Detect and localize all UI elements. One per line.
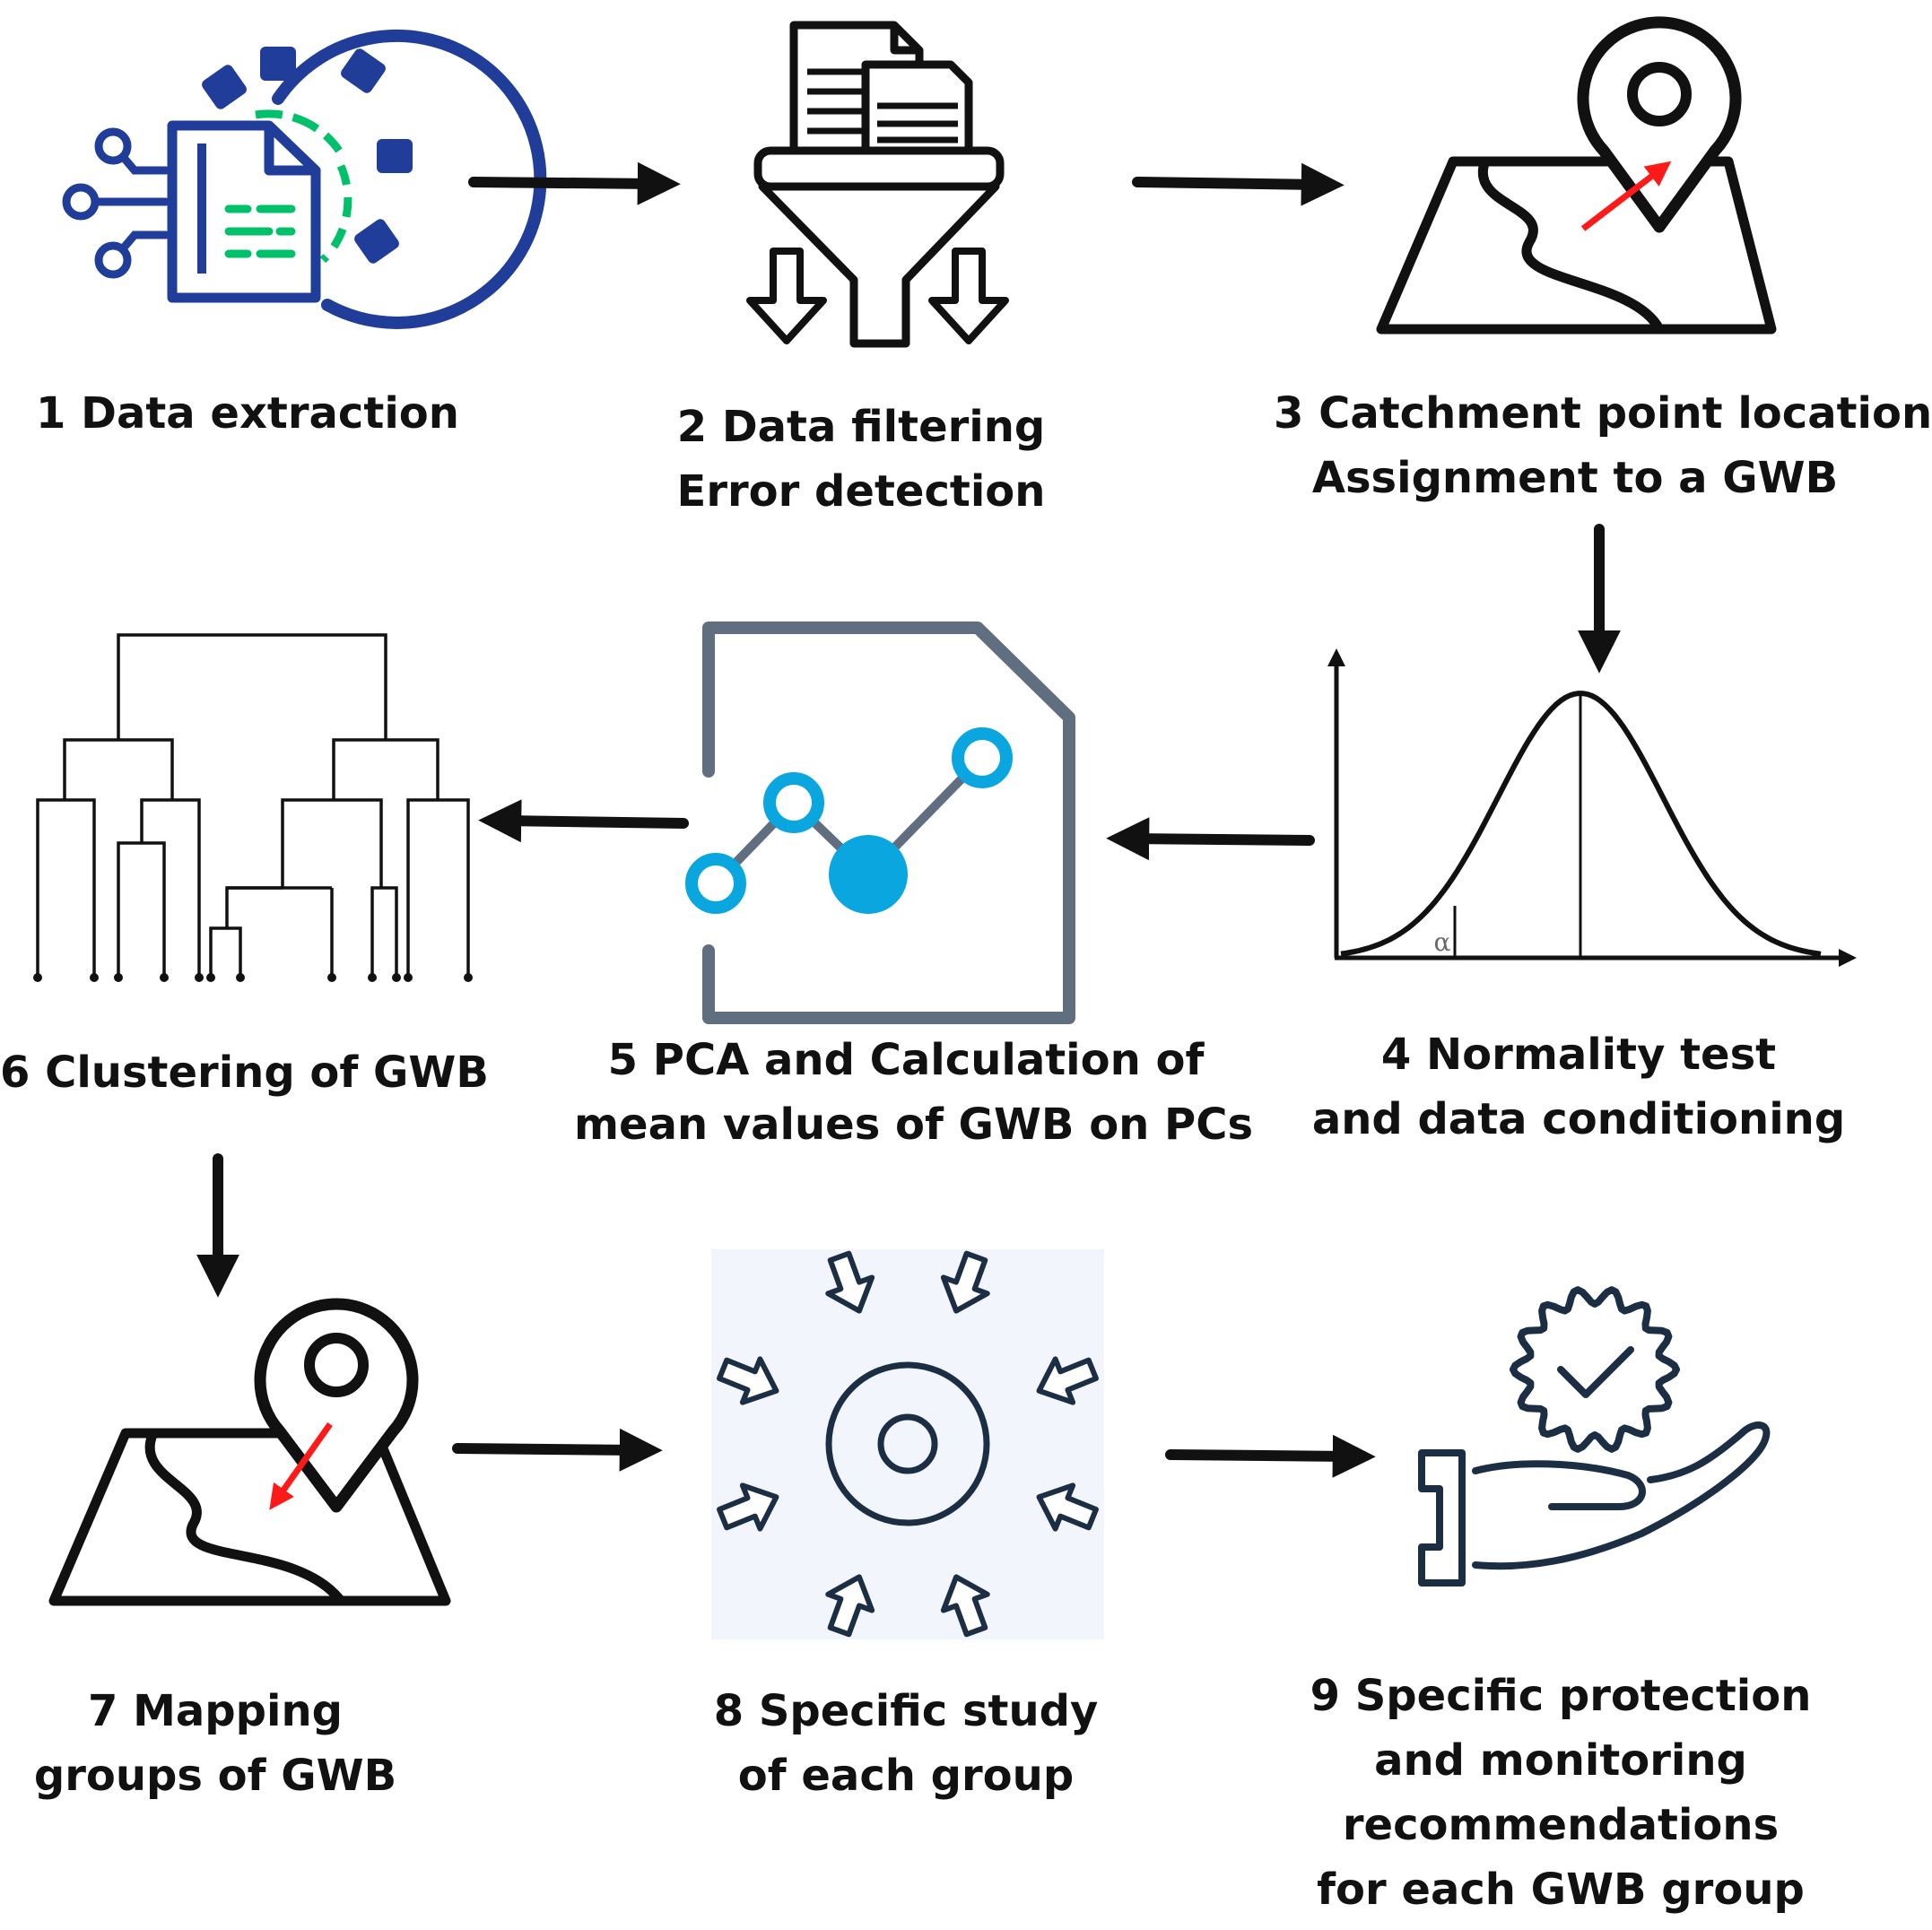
inward-arrow-icon <box>1036 1482 1099 1532</box>
funnel-filter-icon <box>746 21 1009 348</box>
hand-badge-check-icon <box>1418 1286 1771 1587</box>
step-8-label: 8 Specific study of each group <box>713 1686 1099 1801</box>
diagram-artwork: α <box>33 16 1857 1639</box>
step-2-label: 2 Data filtering Error detection <box>676 402 1046 517</box>
inward-arrow-icon <box>825 1250 875 1314</box>
alpha-symbol: α <box>1434 927 1451 957</box>
step-7-label: 7 Mapping groups of GWB <box>33 1686 397 1801</box>
step-1-label: 1 Data extraction <box>36 388 459 439</box>
inward-arrow-icon <box>717 1356 779 1405</box>
flow-arrows <box>196 161 1621 1478</box>
inward-arrow-icon <box>940 1250 990 1314</box>
inward-arrow-icon <box>940 1574 990 1638</box>
arrow-2-to-3 <box>1132 162 1345 206</box>
arrow-4-to-5 <box>1106 817 1315 861</box>
arrow-5-to-6 <box>478 799 689 843</box>
step-4-label: 4 Normality test and data conditioning <box>1311 1030 1846 1144</box>
map-pin-icon <box>48 1298 451 1606</box>
arrow-7-to-8 <box>452 1428 663 1472</box>
step-5-label: 5 PCA and Calculation of mean values of … <box>574 1035 1254 1150</box>
normal-distribution-icon <box>1327 648 1857 967</box>
dendrogram-icon <box>33 633 473 982</box>
inward-arrow-icon <box>717 1482 779 1532</box>
step-6-label: 6 Clustering of GWB <box>0 1048 489 1098</box>
focus-target-icon <box>711 1249 1104 1639</box>
arrow-1-to-2 <box>468 161 681 205</box>
step-3-label: 3 Catchment point location Assignment to… <box>1274 388 1932 503</box>
inward-arrow-icon <box>825 1574 875 1638</box>
inward-arrow-icon <box>1036 1356 1099 1405</box>
document-gear-icon <box>62 29 547 329</box>
arrow-8-to-9 <box>1165 1434 1376 1478</box>
map-pin-icon <box>1376 16 1777 335</box>
line-chart-document-icon <box>685 622 1075 1024</box>
step-9-label: 9 Specific protection and monitoring rec… <box>1310 1671 1812 1915</box>
workflow-diagram: α <box>0 16 1932 1915</box>
